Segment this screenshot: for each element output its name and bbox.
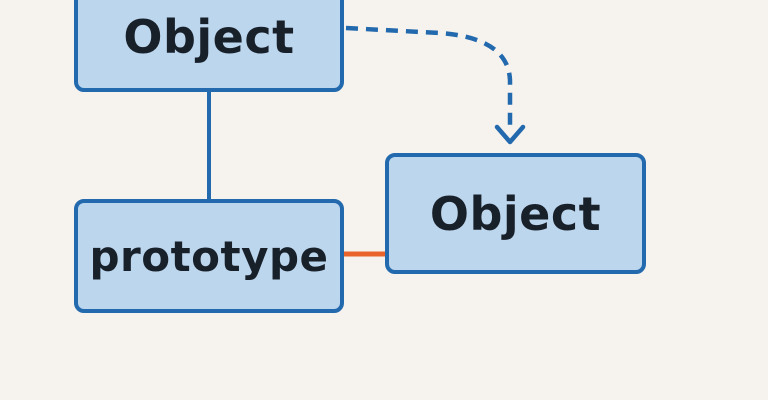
edge-top-to-right-dashed [345, 25, 513, 128]
object-node-top: Object [74, 0, 344, 92]
object-node-right: Object [385, 153, 646, 274]
prototype-node: prototype [74, 199, 344, 313]
object-node-top-label: Object [123, 10, 295, 64]
prototype-node-label: prototype [89, 231, 329, 281]
object-node-right-label: Object [429, 186, 602, 241]
arrowhead-dashed-icon [494, 124, 526, 145]
